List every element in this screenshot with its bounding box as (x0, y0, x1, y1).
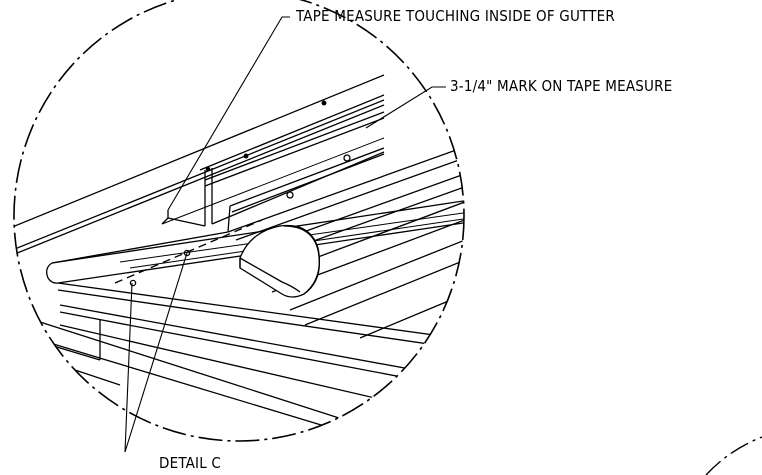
callout-tape-inside-gutter: TAPE MEASURE TOUCHING INSIDE OF GUTTER (296, 7, 615, 25)
adjacent-detail-circle (705, 436, 762, 475)
detail-title: DETAIL C (159, 454, 222, 472)
floor-hole (129, 279, 137, 287)
roof-panel (14, 74, 385, 261)
tape-measure-body (239, 224, 321, 298)
callout-tape-mark: 3-1/4" MARK ON TAPE MEASURE (450, 77, 673, 95)
detail-boundary-circle (13, 0, 465, 442)
gutter-channel (204, 111, 464, 339)
floor-hole (183, 249, 191, 257)
leader-tape-inside-gutter (167, 16, 290, 211)
gutter-wall (161, 137, 385, 227)
leader-tape-mark (365, 86, 446, 129)
leader-detail-c (124, 252, 188, 453)
floor-panel (14, 231, 464, 441)
